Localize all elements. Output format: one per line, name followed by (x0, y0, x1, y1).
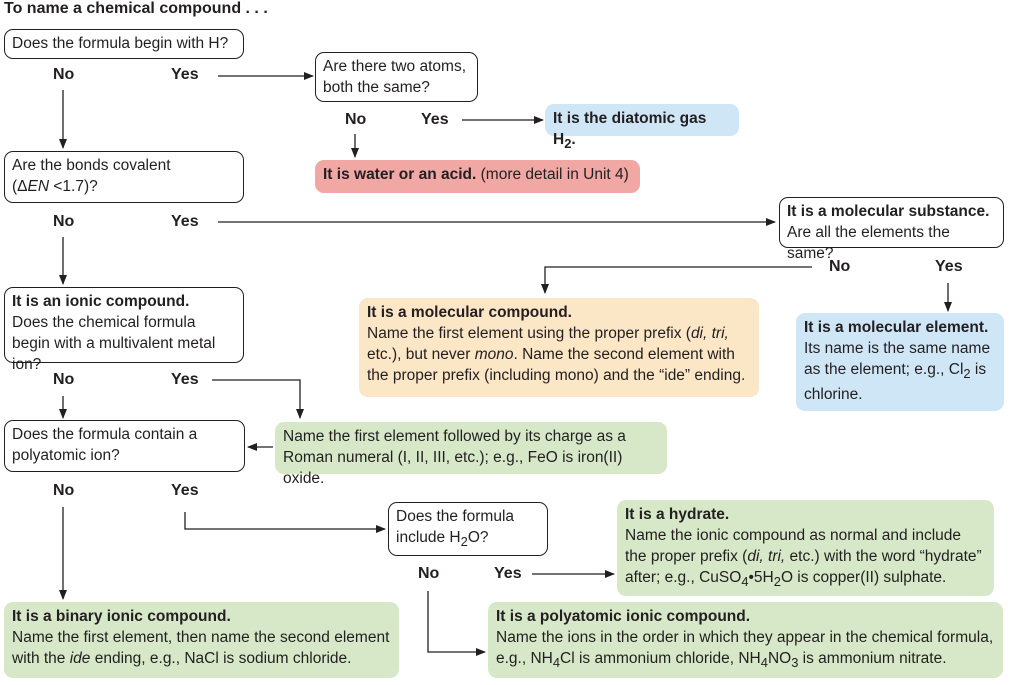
arrow-yes-polyatomic (184, 512, 386, 533)
box-heading: It is a molecular compound. (367, 304, 572, 321)
label-no: No (53, 482, 75, 499)
subscript: 2 (963, 366, 971, 382)
result-binary-ionic: It is a binary ionic compound. Name the … (4, 602, 399, 678)
question-text: Does the formula contain a polyatomic io… (12, 426, 198, 464)
subscript: 2 (773, 574, 781, 590)
arrow-no-h2o (427, 591, 486, 656)
question-covalent: Are the bonds covalent (ΔEN <1.7)? (4, 151, 244, 203)
text: It is the diatomic gas H (553, 110, 707, 148)
result-molecular-element: It is a molecular element. Its name is t… (796, 313, 1004, 411)
text: Name the ions in the order in which they… (496, 629, 994, 667)
label-no: No (345, 111, 367, 128)
subscript: 2 (564, 136, 572, 152)
text: . Name the second element with the prope… (367, 346, 746, 384)
question-text: Does the chemical formula begin with a m… (12, 314, 216, 373)
text: is chlorine. (804, 361, 987, 404)
text: Its name is the same name as the element… (804, 340, 991, 378)
box-heading: It is a molecular element. (804, 319, 989, 336)
text: EN (27, 178, 50, 195)
question-polyatomic-ion: Does the formula contain a polyatomic io… (4, 420, 245, 472)
text: . (571, 131, 576, 148)
box-heading: It is a polyatomic ionic compound. (496, 608, 751, 625)
label-yes: Yes (935, 258, 963, 275)
result-hydrate: It is a hydrate. Name the ionic compound… (617, 500, 994, 596)
arrow-no-same (541, 266, 812, 294)
text: Name the first element, then name the se… (12, 629, 390, 667)
text: O? (467, 529, 489, 546)
question-begins-with-h: Does the formula begin with H? (4, 29, 244, 59)
result-molecular-compound: It is a molecular compound. Name the fir… (359, 298, 759, 397)
subscript: 4 (741, 574, 749, 590)
text: Name the first element using the proper … (367, 325, 691, 342)
page-title: To name a chemical compound . . . (4, 0, 268, 17)
box-heading: It is a hydrate. (625, 506, 730, 523)
label-yes: Yes (171, 371, 199, 388)
question-text: Are all the elements the same? (787, 224, 950, 262)
result-note: (more detail in Unit 4) (476, 166, 629, 183)
question-text: Are there two atoms, both the same? (323, 58, 467, 96)
arrow-yes-ionic (212, 379, 304, 419)
label-yes: Yes (171, 66, 199, 83)
text: •5H (748, 569, 774, 586)
result-multivalent-rule: Name the first element followed by its c… (275, 422, 667, 487)
subscript: 3 (791, 655, 799, 671)
question-text: Does the formula begin with H? (12, 35, 229, 52)
label-yes: Yes (171, 482, 199, 499)
subscript: 2 (460, 534, 468, 550)
text: (Δ (12, 178, 28, 195)
text: NO (767, 650, 792, 667)
question-ionic-compound: It is an ionic compound. Does the chemic… (4, 287, 244, 373)
result-polyatomic-ionic: It is a polyatomic ionic compound. Name … (488, 602, 1003, 678)
result-water-or-acid: It is water or an acid. (more detail in … (315, 160, 640, 193)
text: ending, e.g., NaCl is sodium chloride. (90, 650, 352, 667)
subscript: 4 (760, 655, 768, 671)
text: Does the formula include H (396, 508, 515, 546)
subscript: 4 (552, 655, 561, 671)
label-yes: Yes (171, 213, 199, 230)
label-yes: Yes (421, 111, 449, 128)
text: di, tri, (747, 548, 786, 565)
label-no: No (53, 213, 75, 230)
label-no: No (53, 66, 75, 83)
label-no: No (829, 258, 851, 275)
text: etc.), but never (367, 346, 475, 363)
question-includes-h2o: Does the formula include H2O? (388, 502, 548, 556)
question-molecular-substance: It is a molecular substance. Are all the… (779, 197, 1004, 262)
question-two-atoms: Are there two atoms, both the same? (315, 52, 478, 102)
result-diatomic-gas: It is the diatomic gas H2. (545, 104, 739, 151)
label-yes: Yes (494, 565, 522, 582)
text: is ammonium nitrate. (798, 650, 947, 667)
rule-text: Name the first element followed by its c… (283, 428, 626, 487)
result-heading: It is water or an acid. (323, 166, 477, 183)
text: etc.) with the word “hydrate” after; e.g… (625, 548, 982, 586)
box-heading: It is a molecular substance. (787, 203, 990, 220)
text: <1.7)? (49, 178, 98, 195)
text: mono (474, 346, 514, 363)
text: di, tri, (690, 325, 729, 342)
text: Name the ionic compound as normal and in… (625, 527, 962, 565)
text: ide (69, 650, 91, 667)
question-text: Are the bonds covalent (12, 157, 171, 174)
label-no: No (53, 371, 75, 388)
text: O is copper(II) sulphate. (780, 569, 947, 586)
box-heading: It is an ionic compound. (12, 293, 190, 310)
label-no: No (418, 565, 440, 582)
box-heading: It is a binary ionic compound. (12, 608, 231, 625)
text: Cl is ammonium chloride, NH (560, 650, 761, 667)
